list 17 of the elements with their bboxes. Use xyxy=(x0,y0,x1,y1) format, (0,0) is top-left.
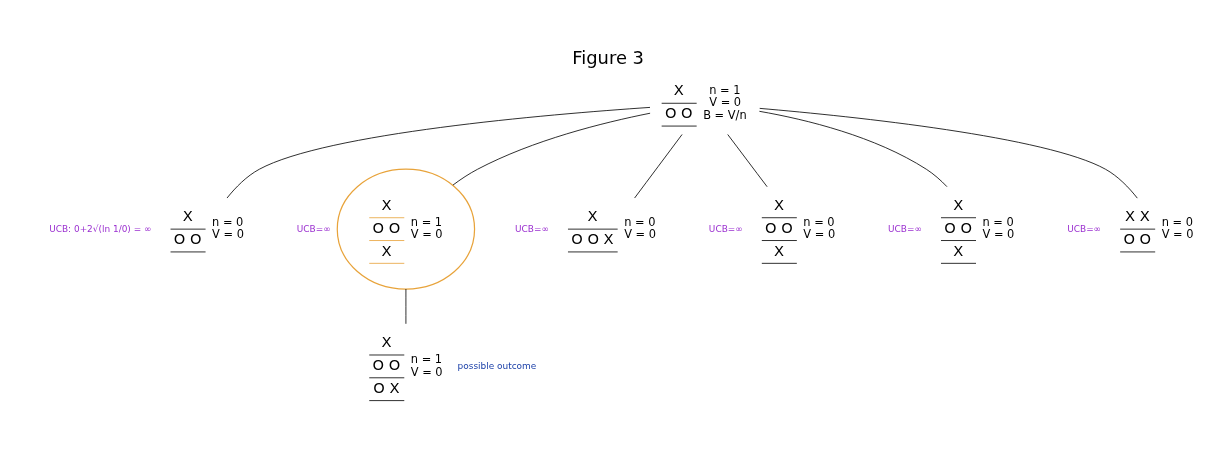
connector xyxy=(452,112,651,185)
diagram-title: Figure 3 xyxy=(572,46,645,68)
node-label: UCB=∞ xyxy=(296,223,331,234)
node-label: UCB=∞ xyxy=(888,223,922,234)
connector xyxy=(634,133,683,198)
node-label: possible outcome xyxy=(457,360,537,371)
node-label: UCB=∞ xyxy=(1067,223,1102,234)
node-label: UCB: 0+2√(ln 1/0) = ∞ xyxy=(49,223,152,234)
node-text: X X O O n = 0 V = 0 xyxy=(1123,206,1194,247)
node-label: UCB=∞ xyxy=(708,223,743,234)
connector xyxy=(759,110,948,187)
node-text: X O O n = 0 V = 0 xyxy=(173,206,244,247)
connector xyxy=(759,107,1138,199)
node-label: UCB=∞ xyxy=(515,223,549,234)
connector xyxy=(727,133,768,187)
node-text: X O O X n = 0 V = 0 xyxy=(571,206,657,247)
connector xyxy=(226,106,651,198)
